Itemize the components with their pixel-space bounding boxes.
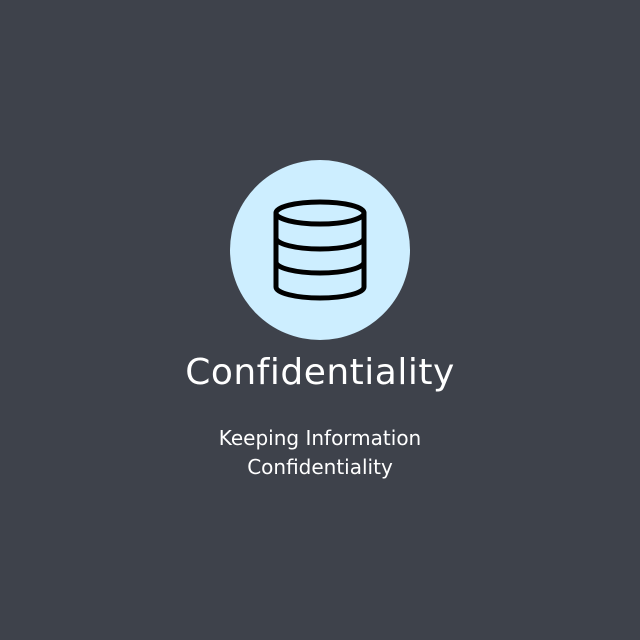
card-title: Confidentiality: [185, 352, 455, 393]
icon-badge: [230, 160, 410, 340]
database-icon: [273, 199, 367, 301]
card-subtitle: Keeping Information Confidentiality: [0, 424, 640, 482]
card-subtitle-line-2: Confidentiality: [247, 455, 393, 479]
card-subtitle-line-1: Keeping Information: [218, 426, 422, 450]
